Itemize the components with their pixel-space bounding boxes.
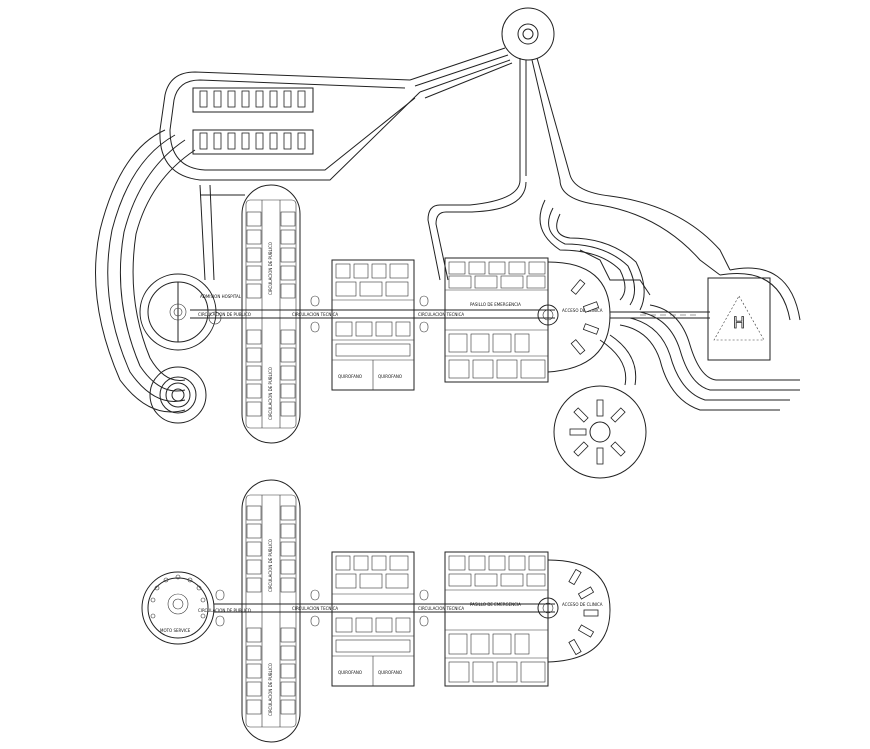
public-wing-rooms-bottom <box>246 505 296 715</box>
corridor-bottom: CIRCULACION TECNICA CIRCULACION TECNICA <box>214 589 555 627</box>
public-wing-bottom: CIRCULACION DE PUBLICO CIRCULACION DE PU… <box>198 479 301 743</box>
helipad: H <box>707 277 771 361</box>
parked-cars-row-2 <box>199 132 306 150</box>
circ-publico-label-top-3: CIRCULACION DE PUBLICO <box>198 312 251 317</box>
circ-publico-label-bottom-1: CIRCULACION DE PUBLICO <box>268 539 273 592</box>
moto-service-circle: MOTO SERVICE <box>141 571 215 645</box>
circ-tecnica-label-bottom-2: CIRCULACION TECNICA <box>418 606 464 611</box>
quirofano-label-bottom-2: QUIROFANO <box>378 670 402 675</box>
parking-lot <box>192 87 314 155</box>
quirofano-label-top-1: QUIROFANO <box>338 374 362 379</box>
pasillo-emergencia-label-top: PASILLO DE EMERGENCIA <box>470 302 521 307</box>
quirofano-label-bottom-1: QUIROFANO <box>338 670 362 675</box>
admission-label: ADMISION HOSPITAL <box>200 294 242 299</box>
circ-publico-label-bottom-2: CIRCULACION DE PUBLICO <box>268 663 273 716</box>
moto-service-label: MOTO SERVICE <box>160 628 191 633</box>
circ-publico-label-top-2: CIRCULACION DE PUBLICO <box>268 367 273 420</box>
circ-tecnica-label-bottom-1: CIRCULACION TECNICA <box>292 606 338 611</box>
admission-area-top: ADMISION HOSPITAL <box>139 273 242 424</box>
emergency-block-bottom: PASILLO DE EMERGENCIA <box>444 551 549 687</box>
acceso-clinica-label-top: ACCESO DE CLINICA <box>562 308 603 313</box>
parked-cars-row-1 <box>199 90 306 108</box>
access-roads <box>95 7 801 413</box>
ambulance-bay-bottom: ACCESO DE CLINICA <box>537 559 611 663</box>
acceso-clinica-label-bottom: ACCESO DE CLINICA <box>562 602 603 607</box>
surgery-block-top: QUIROFANO QUIROFANO <box>331 259 415 391</box>
ambulance-bay-top: ACCESO DE CLINICA <box>537 261 611 373</box>
surgery-block-bottom: QUIROFANO QUIROFANO <box>331 551 415 687</box>
moto-spots <box>150 574 206 619</box>
ambulance-parking-circle <box>553 385 647 479</box>
circ-publico-label-top-1: CIRCULACION DE PUBLICO <box>268 242 273 295</box>
circ-publico-label-bottom-3: CIRCULACION DE PUBLICO <box>198 608 251 613</box>
emergency-block-top: PASILLO DE EMERGENCIA <box>444 257 549 383</box>
helipad-marker: H <box>733 313 745 332</box>
corridor-top: CIRCULACION TECNICA CIRCULACION TECNICA <box>190 295 555 333</box>
public-wing-top: CIRCULACION DE PUBLICO CIRCULACION DE PU… <box>198 184 301 444</box>
circ-tecnica-label-top-1: CIRCULACION TECNICA <box>292 312 338 317</box>
quirofano-label-top-2: QUIROFANO <box>378 374 402 379</box>
pasillo-emergencia-label-bottom: PASILLO DE EMERGENCIA <box>470 602 521 607</box>
public-wing-rooms-top <box>246 211 296 417</box>
circ-tecnica-label-top-2: CIRCULACION TECNICA <box>418 312 464 317</box>
